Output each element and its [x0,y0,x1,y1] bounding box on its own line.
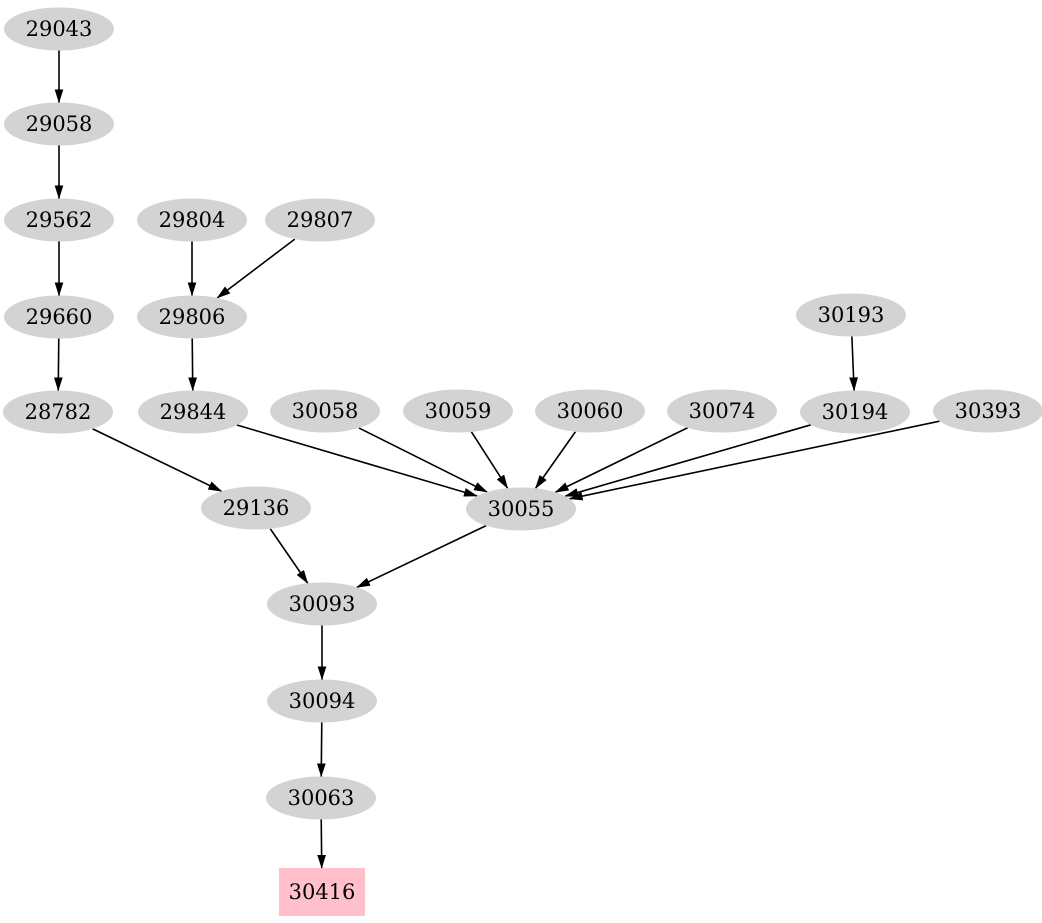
node-ellipse-shape [4,102,114,146]
node-ellipse-shape [403,389,513,433]
graph-node-29058: 29058 [4,102,114,146]
node-ellipse-shape [137,295,247,339]
node-ellipse-shape [201,486,311,530]
node-label: 29807 [287,208,354,232]
graph-edge-28782-29136 [92,428,223,492]
graph-node-29807: 29807 [265,198,375,242]
node-label: 30060 [557,399,624,423]
node-label: 29806 [159,305,226,329]
node-label: 30194 [822,400,889,424]
node-ellipse-shape [667,389,777,433]
graph-edge-30074-30055 [554,427,688,493]
graph-node-28782: 28782 [3,390,113,434]
graph-edge-30063-30416 [317,819,327,869]
node-ellipse-shape [4,7,114,51]
node-label: 30193 [818,303,885,327]
graph-node-29136: 29136 [201,486,311,530]
node-label: 29804 [159,208,226,232]
node-ellipse-shape [4,295,114,339]
graph-node-30416: 30416 [279,868,365,916]
node-label: 30093 [289,592,356,616]
node-ellipse-shape [535,389,645,433]
node-ellipse-shape [796,293,906,337]
graph-node-30194: 30194 [800,390,910,434]
graph-node-30055: 30055 [466,487,576,531]
graph-edge-29806-29844 [188,338,198,392]
node-ellipse-shape [266,776,376,820]
node-ellipse-shape [270,389,380,433]
graph-node-30058: 30058 [270,389,380,433]
node-label: 30416 [289,880,356,904]
node-label: 29136 [223,496,290,520]
node-ellipse-shape [4,198,114,242]
node-label: 30058 [292,399,359,423]
node-label: 30393 [955,399,1022,423]
graph-node-29844: 29844 [138,390,248,434]
graph-node-29806: 29806 [137,295,247,339]
graph-edge-30059-30055 [470,431,509,489]
graph-node-30193: 30193 [796,293,906,337]
graph-edge-30194-30055 [564,424,812,497]
graph-node-30074: 30074 [667,389,777,433]
node-ellipse-shape [800,390,910,434]
node-ellipse-shape [466,487,576,531]
graph-node-30060: 30060 [535,389,645,433]
node-label: 30094 [289,689,356,713]
graph-node-30093: 30093 [267,582,377,626]
node-ellipse-shape [137,198,247,242]
node-label: 30059 [425,399,492,423]
graph-node-29562: 29562 [4,198,114,242]
graph-edge-29844-30055 [236,424,478,497]
graph-edge-30055-30093 [356,524,487,589]
node-label: 29058 [26,112,93,136]
graph-node-29660: 29660 [4,295,114,339]
node-box-shape [279,868,365,916]
node-label: 30055 [488,497,555,521]
node-ellipse-shape [265,198,375,242]
node-label: 28782 [25,400,92,424]
graph-edge-29136-30093 [269,528,309,584]
node-ellipse-shape [3,390,113,434]
node-label: 29562 [26,208,93,232]
graph-node-30393: 30393 [933,389,1042,433]
node-ellipse-shape [138,390,248,434]
node-ellipse-shape [933,389,1042,433]
graph-node-30063: 30063 [266,776,376,820]
graph-edge-29660-28782 [53,338,63,392]
graph-node-29043: 29043 [4,7,114,51]
node-label: 29844 [160,400,227,424]
node-label: 30074 [689,399,756,423]
node-ellipse-shape [267,679,377,723]
graph-node-30094: 30094 [267,679,377,723]
node-label: 29043 [26,17,93,41]
node-ellipse-shape [267,582,377,626]
graph-edge-29807-29806 [216,238,296,299]
graph-edge-30058-30055 [358,427,488,493]
node-label: 30063 [288,786,355,810]
graph-node-30059: 30059 [403,389,513,433]
graph-node-29804: 29804 [137,198,247,242]
graph-edge-30060-30055 [534,431,577,489]
graph-edge-30094-30063 [316,722,326,778]
node-label: 29660 [26,305,93,329]
graph-edge-30193-30194 [849,336,858,392]
graph-edge-30393-30055 [568,420,940,501]
